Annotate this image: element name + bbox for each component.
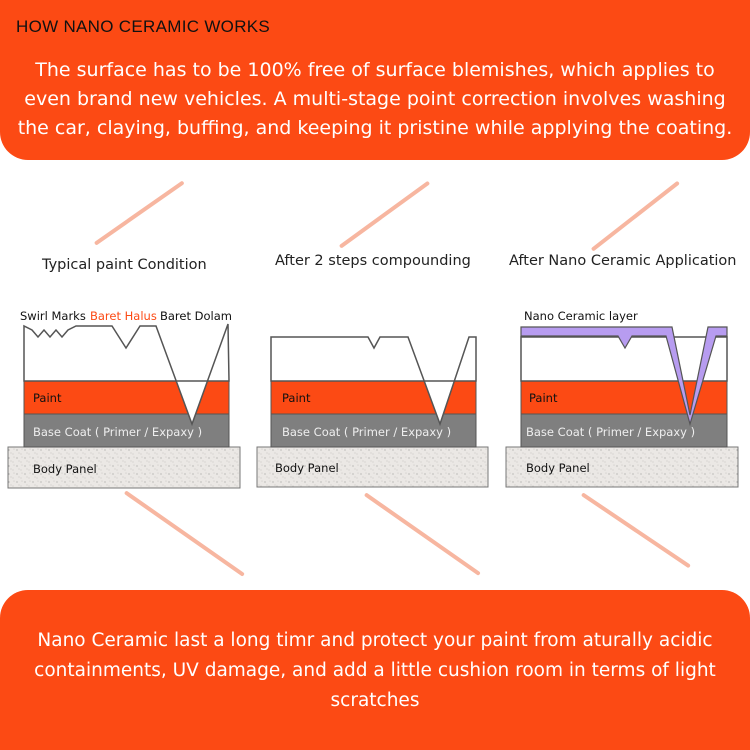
- clear-coat-profile: [23, 323, 230, 427]
- label-baret-halus: Baret Halus: [90, 309, 157, 323]
- panel-ceramic-diagram: [505, 326, 739, 488]
- label-paint: Paint: [529, 391, 558, 405]
- base-coat-layer: [520, 413, 728, 448]
- intro-text: The surface has to be 100% free of surfa…: [17, 59, 733, 139]
- benefits-card: Nano Ceramic last a long timr and protec…: [0, 590, 750, 750]
- benefits-text: Nano Ceramic last a long timr and protec…: [34, 630, 716, 711]
- label-body-panel: Body Panel: [275, 461, 339, 475]
- panel-title-ceramic: After Nano Ceramic Application: [509, 253, 737, 269]
- body-panel-layer: [256, 446, 489, 488]
- body-panel-layer: [505, 446, 739, 488]
- panel-compounding-diagram: [256, 336, 489, 488]
- label-baret-dolam: Baret Dolam: [160, 309, 232, 323]
- label-swirl-marks: Swirl Marks: [20, 309, 86, 323]
- panel-title-typical: Typical paint Condition: [42, 257, 207, 273]
- label-base-coat: Base Coat ( Primer / Expaxy ): [33, 425, 203, 439]
- base-coat-layer: [23, 413, 230, 448]
- label-body-panel: Body Panel: [33, 462, 97, 476]
- label-base-coat: Base Coat ( Primer / Expaxy ): [526, 425, 696, 439]
- label-paint: Paint: [33, 391, 62, 405]
- panel-typical-diagram: [7, 323, 241, 489]
- nano-ceramic-coating: [520, 326, 728, 427]
- label-paint: Paint: [282, 391, 311, 405]
- intro-card: HOW NANO CERAMIC WORKS The surface has t…: [0, 0, 750, 160]
- label-base-coat: Base Coat ( Primer / Expaxy ): [282, 425, 452, 439]
- label-body-panel: Body Panel: [526, 461, 590, 475]
- panel-title-compounding: After 2 steps compounding: [275, 253, 471, 269]
- label-nano-ceramic-layer: Nano Ceramic layer: [524, 309, 638, 323]
- main-heading: HOW NANO CERAMIC WORKS: [16, 17, 271, 36]
- clear-coat-profile: [270, 336, 477, 427]
